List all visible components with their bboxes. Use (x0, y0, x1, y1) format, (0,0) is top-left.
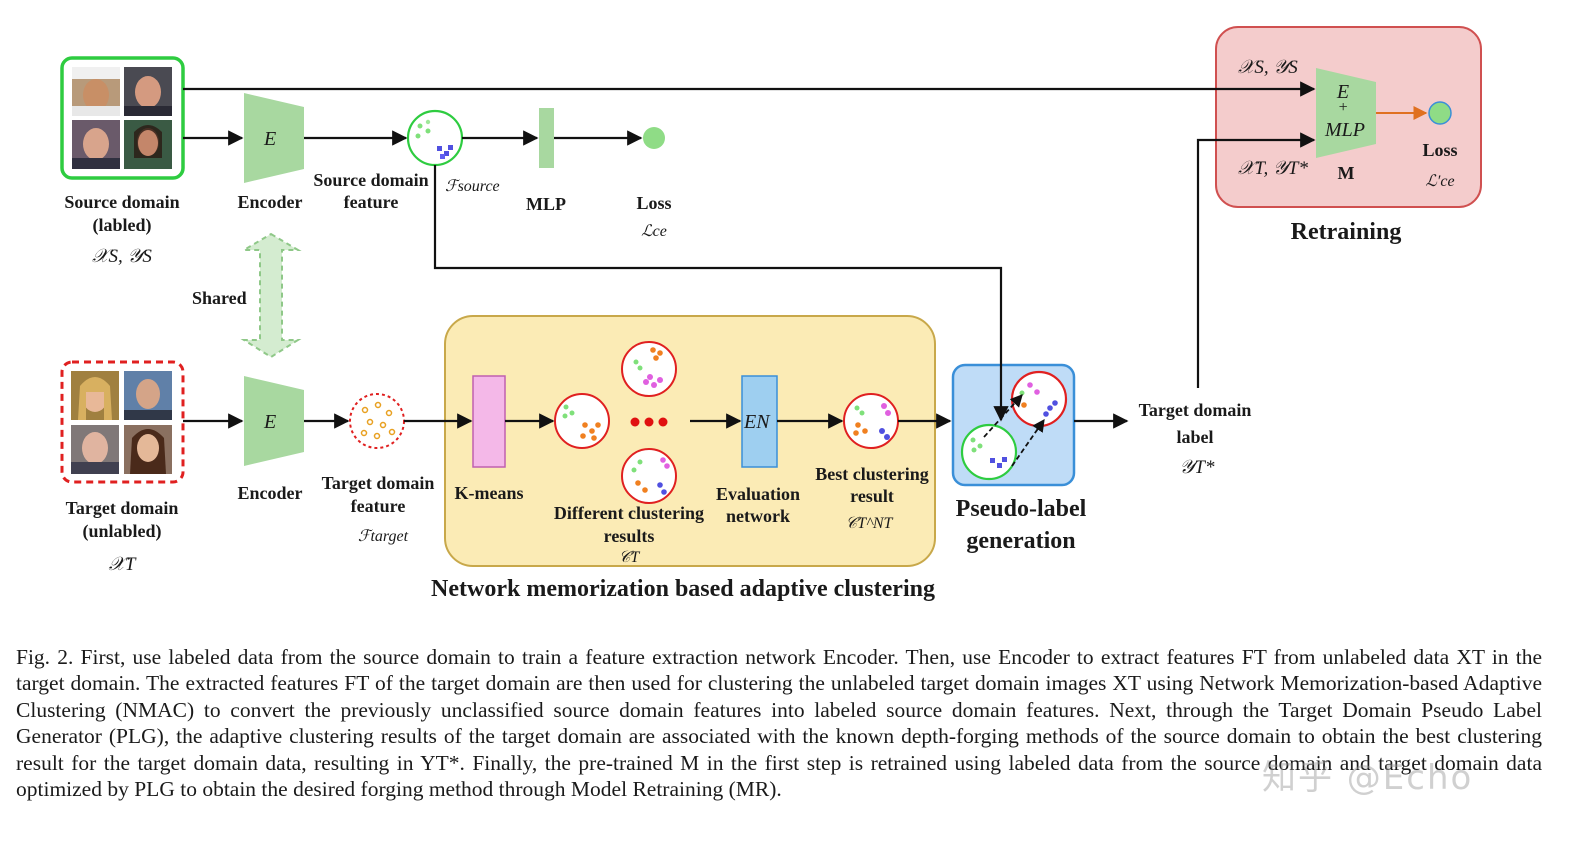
target-domain-label-2: (unlabled) (82, 521, 161, 542)
figure-caption: Fig. 2. First, use labeled data from the… (16, 645, 1542, 802)
loss-math: ℒce (641, 223, 667, 240)
source-domain-math: 𝒳S, 𝒴S (92, 246, 152, 267)
nmac-panel (444, 315, 936, 567)
kmeans-block (472, 375, 506, 468)
clusters-label-1: Different clustering (554, 503, 704, 523)
best-math: 𝒞T^NT (846, 515, 894, 532)
model-line-3: MLP (1324, 119, 1365, 141)
face-photo-icon (124, 120, 172, 169)
face-photo-icon (71, 425, 119, 474)
ellipsis-dots-icon (630, 417, 668, 427)
best-label-2: result (850, 486, 894, 506)
retrain-loss-dot-icon (1428, 101, 1452, 125)
retraining-title: Retraining (1291, 219, 1402, 245)
cluster-result-icon (554, 393, 610, 449)
model-m-label: M (1338, 163, 1355, 183)
best-cluster-icon (843, 393, 899, 449)
face-photo-icon (72, 120, 120, 169)
evaluation-network-block (741, 375, 778, 468)
encoder-shape (244, 93, 304, 183)
encoder-shape (244, 376, 304, 466)
face-photo-icon (72, 67, 120, 116)
retrain-input-top: 𝒳S, 𝒴S (1238, 57, 1298, 78)
method-diagram: E E (60, 26, 1482, 602)
face-photo-icon (124, 371, 172, 420)
source-domain-label-1: Source domain (64, 192, 179, 212)
retrain-loss-label: Loss (1422, 140, 1457, 160)
evaluation-label-1: Evaluation (716, 484, 800, 504)
source-domain-label-2: (labled) (92, 215, 151, 236)
retrain-loss-math: ℒ′ce (1425, 173, 1454, 190)
encoder-label: Encoder (238, 192, 303, 212)
mlp-label: MLP (526, 194, 566, 214)
evaluation-label-2: network (726, 506, 790, 526)
encoder-letter: E (263, 128, 276, 150)
face-photo-icon (124, 67, 172, 116)
target-label-2: label (1176, 427, 1213, 447)
kmeans-label: K-means (455, 483, 524, 503)
model-m-shape (1316, 68, 1376, 158)
nmac-title: Network memorization based adaptive clus… (431, 576, 935, 602)
target-feature-cluster-icon (349, 393, 405, 449)
model-line-1: E (1336, 81, 1349, 103)
en-letter: EN (743, 411, 771, 433)
connector-arrows (183, 81, 1316, 429)
loss-dot-icon (643, 127, 665, 149)
cluster-result-icon (621, 341, 677, 397)
target-domain-label-1: Target domain (66, 498, 179, 518)
target-label-1: Target domain (1139, 400, 1252, 420)
target-label-math: 𝒴T* (1180, 457, 1215, 478)
target-encoder-label: Encoder (238, 483, 303, 503)
target-domain-math: 𝒳T (109, 554, 137, 575)
encoder-letter: E (263, 411, 276, 433)
target-feature-label-1: Target domain (322, 473, 435, 493)
face-photo-icon (71, 371, 119, 420)
retrain-input-bottom: 𝒳T, 𝒴T* (1238, 158, 1308, 179)
source-feature-label-2: feature (344, 192, 399, 212)
target-domain-images (60, 360, 185, 484)
cluster-result-icon (621, 448, 677, 504)
clusters-math: 𝒞T (619, 549, 641, 566)
watermark-text: 知乎 @Echo (1262, 758, 1474, 798)
clusters-label-2: results (604, 526, 655, 546)
loss-label: Loss (636, 193, 671, 213)
plg-title-2: generation (966, 528, 1075, 554)
source-domain-images (60, 56, 185, 180)
source-feature-cluster-icon (406, 109, 464, 167)
pseudo-label-clusters-icon (960, 370, 1068, 481)
shared-label: Shared (192, 288, 247, 308)
model-line-2: + (1338, 99, 1349, 116)
best-label-1: Best clustering (815, 464, 928, 484)
target-feature-math: ℱtarget (358, 528, 409, 545)
shared-double-arrow-icon (240, 232, 302, 359)
target-feature-label-2: feature (351, 496, 406, 516)
plg-title-1: Pseudo-label (956, 496, 1087, 522)
face-photo-icon (124, 425, 172, 474)
mlp-block (539, 108, 554, 168)
source-feature-math: ℱsource (445, 178, 500, 195)
source-feature-label-1: Source domain (313, 170, 428, 190)
